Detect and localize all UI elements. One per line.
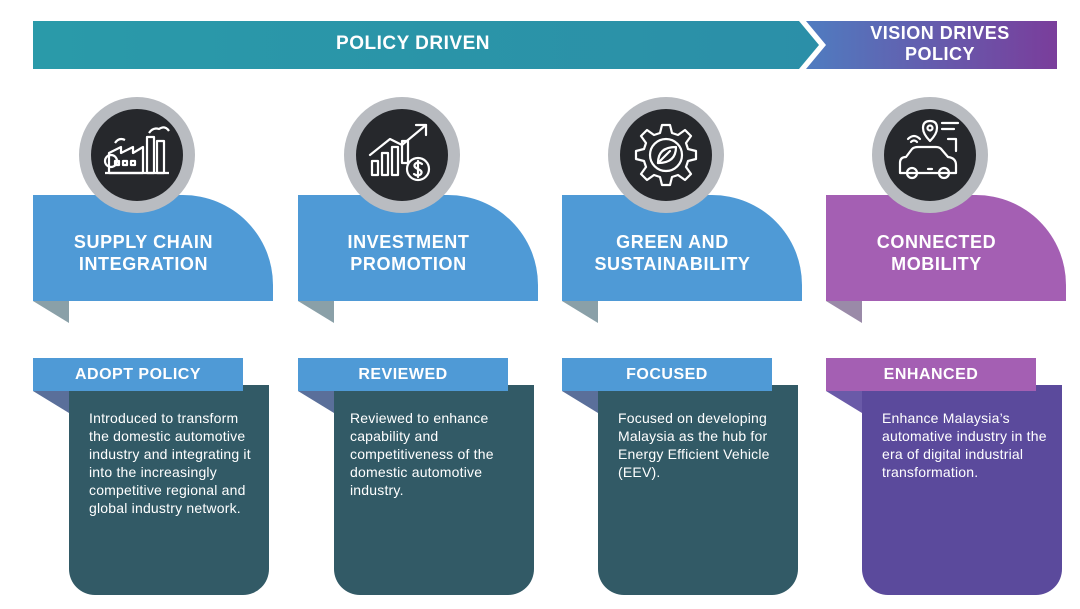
status-tag: FOCUSED bbox=[562, 358, 772, 391]
icon-background bbox=[884, 109, 976, 201]
column-body bbox=[334, 385, 534, 595]
column-green: GREEN AND SUSTAINABILITY NAP 2014 (2014-… bbox=[562, 95, 807, 600]
top-banner: POLICY DRIVEN VISION DRIVES POLICY bbox=[33, 21, 1057, 69]
nap-period: NAP 2006 (2006-2009) bbox=[69, 313, 269, 351]
column-investment: INVESTMENT PROMOTION NAP 2009 (2009-2014… bbox=[298, 95, 543, 600]
column-supply-chain: SUPPLY CHAIN INTEGRATION NAP 2006 (2006-… bbox=[33, 95, 278, 600]
status-tag: REVIEWED bbox=[298, 358, 508, 391]
nap-label: NAP 2020 bbox=[927, 314, 997, 331]
title-tab bbox=[826, 195, 1066, 301]
status-tag: ENHANCED bbox=[826, 358, 1036, 391]
icon-circle bbox=[344, 97, 460, 213]
title-line1: CONNECTED bbox=[876, 232, 997, 252]
title-tab bbox=[298, 195, 538, 301]
nap-years: (2020-2030) bbox=[921, 333, 1003, 350]
tag-fold bbox=[298, 391, 334, 413]
nap-label: NAP 2009 bbox=[399, 314, 469, 331]
vision-label-line2: POLICY bbox=[904, 44, 975, 64]
nap-period: NAP 2014 (2014-2020) bbox=[598, 313, 798, 351]
status-tag: ADOPT POLICY bbox=[33, 358, 243, 391]
title-line1: SUPPLY CHAIN bbox=[73, 232, 214, 252]
gear-leaf-icon bbox=[634, 123, 698, 187]
policy-driven-label: POLICY DRIVEN bbox=[336, 33, 490, 54]
title-tab bbox=[562, 195, 802, 301]
tag-fold bbox=[826, 391, 862, 413]
icon-circle bbox=[79, 97, 195, 213]
column-description: Focused on developing Malaysia as the hu… bbox=[618, 410, 770, 480]
title-line2: SUSTAINABILITY bbox=[594, 254, 751, 274]
title-line2: PROMOTION bbox=[350, 254, 467, 274]
column-title: SUPPLY CHAIN INTEGRATION bbox=[41, 231, 246, 275]
column-title: INVESTMENT PROMOTION bbox=[306, 231, 511, 275]
title-fold bbox=[826, 301, 862, 323]
vision-drives-policy-label: VISION DRIVES POLICY bbox=[823, 23, 1057, 65]
title-fold bbox=[298, 301, 334, 323]
factory-icon bbox=[103, 126, 170, 175]
investment-growth-icon bbox=[368, 123, 431, 182]
title-line1: INVESTMENT bbox=[347, 232, 470, 252]
column-title: GREEN AND SUSTAINABILITY bbox=[570, 231, 775, 275]
column-connected: CONNECTED MOBILITY NAP 2020 (2020-2030) … bbox=[826, 95, 1071, 600]
title-fold bbox=[562, 301, 598, 323]
nap-label: NAP 2014 bbox=[663, 314, 733, 331]
title-line1: GREEN AND bbox=[616, 232, 729, 252]
nap-period: NAP 2009 (2009-2014) bbox=[334, 313, 534, 351]
title-line2: MOBILITY bbox=[891, 254, 982, 274]
tag-fold bbox=[33, 391, 69, 413]
icon-background bbox=[91, 109, 183, 201]
icon-background bbox=[620, 109, 712, 201]
nap-years: (2006-2009) bbox=[128, 333, 210, 350]
connected-car-icon bbox=[898, 119, 960, 180]
nap-years: (2014-2020) bbox=[657, 333, 739, 350]
nap-period: NAP 2020 (2020-2030) bbox=[862, 313, 1062, 351]
icon-circle bbox=[872, 97, 988, 213]
title-line2: INTEGRATION bbox=[78, 254, 209, 274]
column-body bbox=[69, 385, 269, 595]
tag-fold bbox=[562, 391, 598, 413]
column-description: Reviewed to enhance capability and compe… bbox=[350, 410, 494, 498]
column-title: CONNECTED MOBILITY bbox=[834, 231, 1039, 275]
banner-arrow-shape bbox=[33, 21, 1057, 69]
nap-years: (2009-2014) bbox=[393, 333, 475, 350]
column-description: Introduced to transform the domestic aut… bbox=[89, 410, 251, 516]
nap-label: NAP 2006 bbox=[134, 314, 204, 331]
icon-background bbox=[356, 109, 448, 201]
column-body bbox=[598, 385, 798, 595]
column-description: Enhance Malaysia’s automative industry i… bbox=[882, 410, 1047, 480]
icon-circle bbox=[608, 97, 724, 213]
column-body bbox=[862, 385, 1062, 595]
title-tab bbox=[33, 195, 273, 301]
vision-label-line1: VISION DRIVES bbox=[870, 23, 1010, 43]
title-fold bbox=[33, 301, 69, 323]
